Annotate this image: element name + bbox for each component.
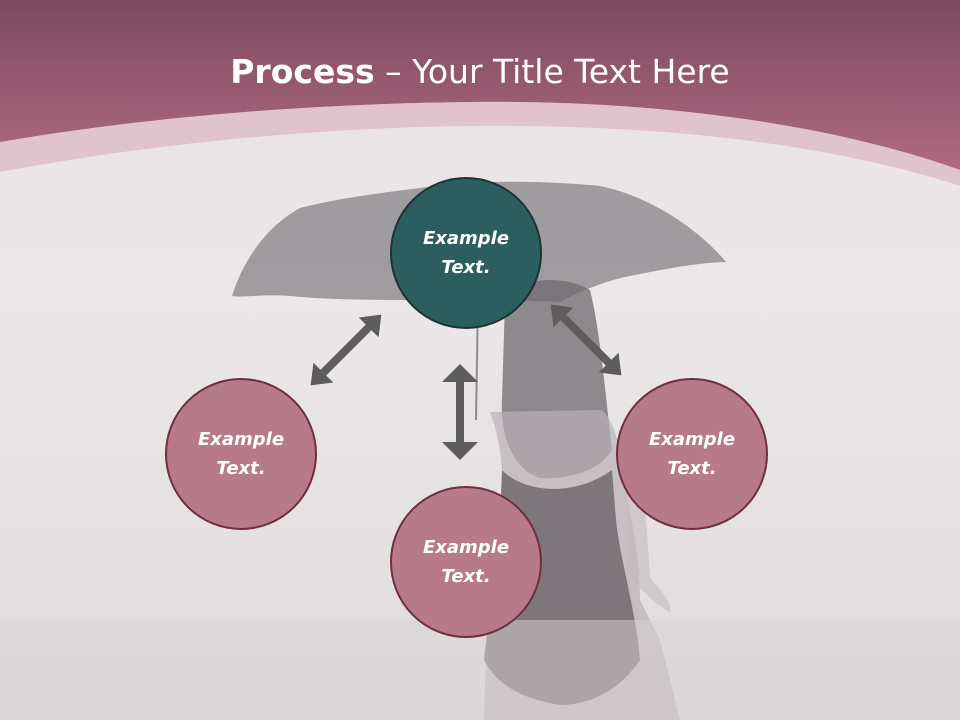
title-rest: – Your Title Text Here [374, 52, 730, 91]
circle-left-line1: Example [197, 429, 285, 450]
circle-right-line1: Example [648, 429, 736, 450]
circle-top-line2: Text. [441, 257, 491, 278]
process-circle-bottom[interactable]: Example Text. [390, 486, 542, 638]
circle-left-line2: Text. [216, 458, 266, 479]
title-bold: Process [230, 52, 375, 91]
process-circle-left[interactable]: Example Text. [165, 378, 317, 530]
circle-top-line1: Example [422, 228, 510, 249]
circle-right-line2: Text. [667, 458, 717, 479]
process-circle-right[interactable]: Example Text. [616, 378, 768, 530]
process-circle-top[interactable]: Example Text. [390, 177, 542, 329]
circle-bottom-line2: Text. [441, 566, 491, 587]
circle-bottom-line1: Example [422, 537, 510, 558]
slide-title: Process – Your Title Text Here [0, 52, 960, 91]
header-band [0, 0, 960, 186]
